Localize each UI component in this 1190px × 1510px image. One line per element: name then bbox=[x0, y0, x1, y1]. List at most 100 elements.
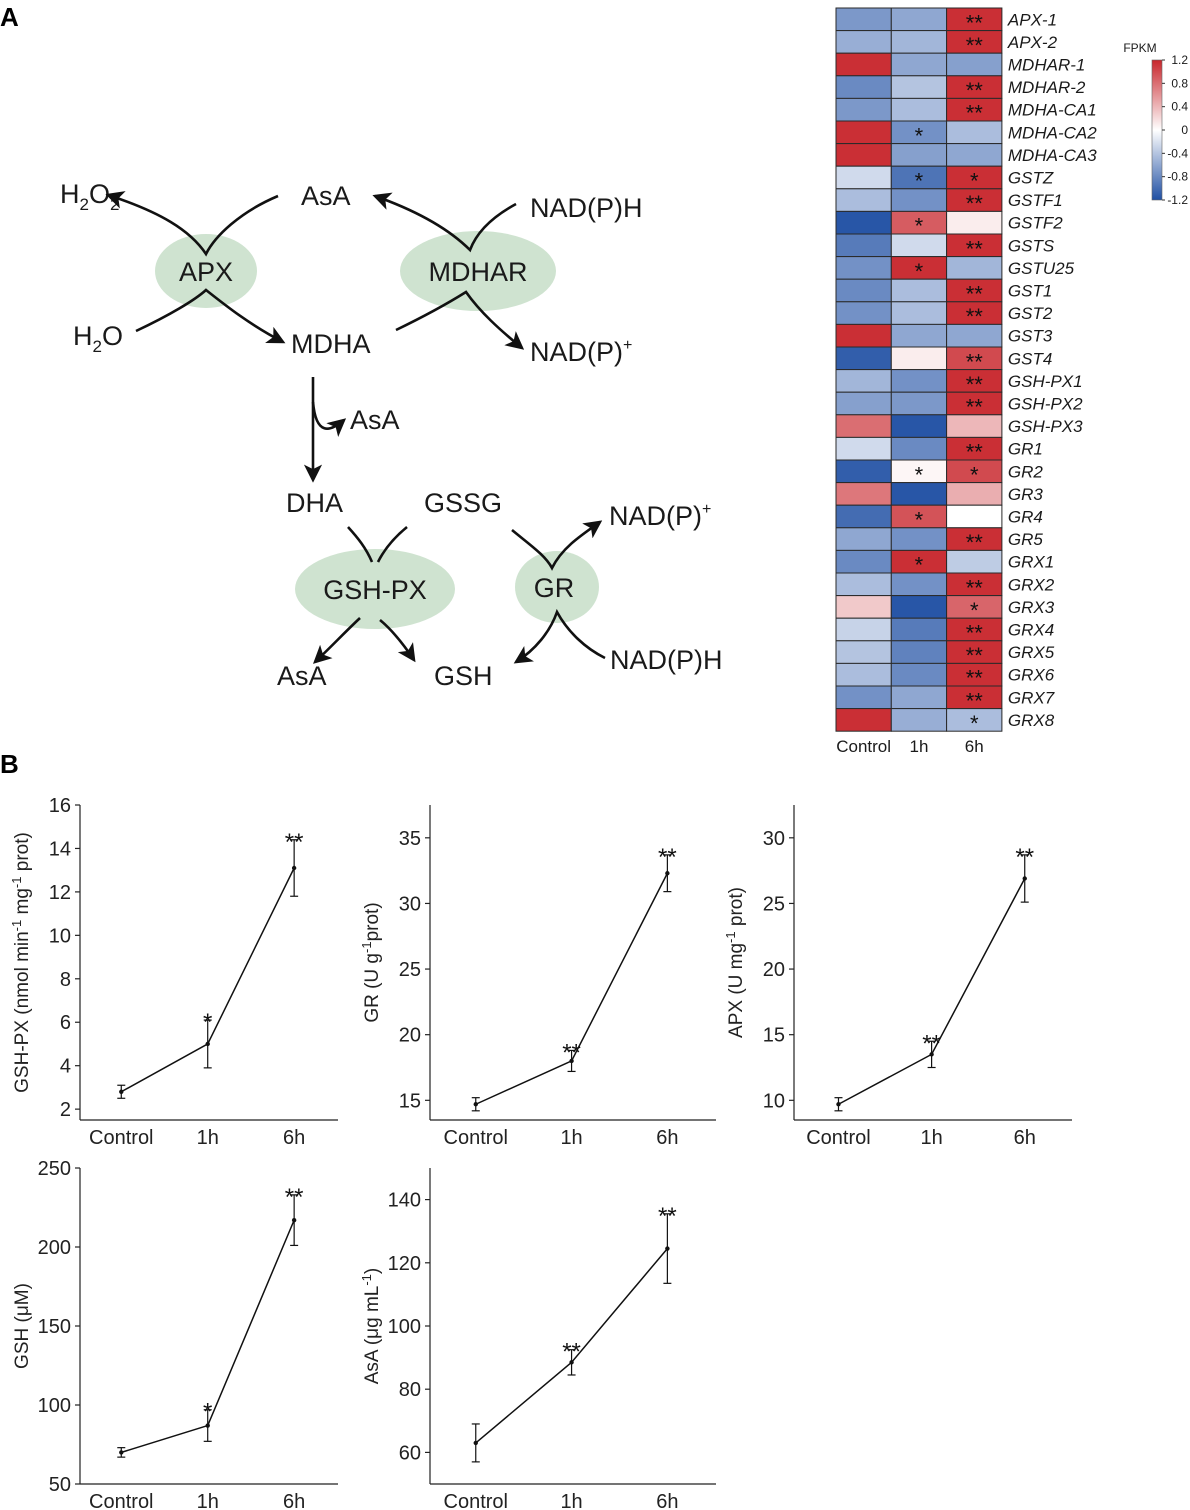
significance-mark: ** bbox=[922, 1030, 941, 1057]
mdhar-node bbox=[400, 231, 556, 311]
x-tick-label: 1h bbox=[920, 1127, 942, 1149]
heatmap-gene-label: MDHA-CA3 bbox=[1008, 146, 1097, 165]
y-tick-label: 15 bbox=[763, 1025, 785, 1047]
gr-arrow-nadp bbox=[511, 520, 603, 571]
data-point bbox=[291, 1217, 297, 1223]
gshpx-arrow-asa bbox=[313, 617, 361, 664]
heatmap-gene-label: GRX2 bbox=[1008, 575, 1055, 594]
significance-mark: ** bbox=[562, 1339, 581, 1366]
y-tick-label: 100 bbox=[388, 1316, 421, 1338]
y-axis-label: GR (U g-1prot) bbox=[359, 902, 383, 1022]
heatmap-gene-label: MDHA-CA2 bbox=[1008, 123, 1097, 142]
heatmap-gene-label: GSTS bbox=[1008, 236, 1055, 255]
mdha-to-asa-branch bbox=[311, 401, 347, 437]
data-point bbox=[119, 1450, 124, 1455]
gshpx-arc-gssg bbox=[376, 525, 408, 563]
heatmap-cell bbox=[835, 414, 892, 438]
y-axis-label: APX (U mg-1 prot) bbox=[723, 887, 747, 1038]
heatmap-cell bbox=[835, 346, 892, 371]
heatmap-gene-label: GSTF1 bbox=[1008, 191, 1063, 210]
heatmap-gene-label: GSTF2 bbox=[1008, 214, 1063, 233]
heatmap-cell bbox=[946, 504, 1003, 529]
data-point bbox=[473, 1440, 478, 1446]
heatmap-column-label: Control bbox=[836, 737, 891, 756]
significance-mark: ** bbox=[658, 1203, 677, 1230]
heatmap-gene-label: GSTZ bbox=[1008, 169, 1054, 188]
heatmap-column-label: 6h bbox=[965, 737, 984, 756]
significance-mark: * bbox=[203, 1009, 212, 1036]
y-tick-label: 14 bbox=[49, 838, 71, 860]
y-tick-label: 6 bbox=[60, 1012, 71, 1034]
heatmap-cell bbox=[890, 617, 948, 642]
legend-tick-label: 0.4 bbox=[1171, 100, 1188, 114]
heatmap-gene-label: MDHA-CA1 bbox=[1008, 101, 1097, 120]
y-tick-label: 16 bbox=[49, 795, 71, 817]
heatmap-cell bbox=[835, 75, 892, 99]
heatmap-gene-label: GRX7 bbox=[1008, 688, 1055, 707]
heatmap-cell bbox=[835, 369, 892, 393]
y-tick-label: 10 bbox=[49, 925, 71, 947]
heatmap-sig-mark: ** bbox=[966, 282, 984, 307]
gr-node bbox=[515, 551, 599, 623]
heatmap-cell bbox=[835, 30, 892, 54]
apx-label: APX bbox=[179, 257, 233, 287]
y-tick-label: 4 bbox=[60, 1056, 71, 1078]
heatmap-sig-mark: ** bbox=[966, 621, 984, 646]
heatmap-sig-mark: * bbox=[915, 508, 924, 533]
y-tick-label: 100 bbox=[38, 1395, 71, 1417]
y-tick-label: 35 bbox=[399, 828, 421, 850]
heatmap-cell bbox=[835, 549, 892, 574]
heatmap-cell bbox=[890, 97, 948, 122]
heatmap-sig-mark: ** bbox=[966, 33, 984, 58]
significance-mark: ** bbox=[658, 844, 677, 871]
heatmap-cell bbox=[890, 527, 948, 551]
heatmap-cell bbox=[835, 640, 892, 664]
heatmap-cell bbox=[890, 414, 948, 438]
heatmap-cell bbox=[890, 391, 948, 416]
heatmap-cell bbox=[946, 482, 1003, 506]
y-tick-label: 25 bbox=[763, 893, 785, 915]
gshpx-arrow-gsh bbox=[379, 619, 416, 663]
y-tick-label: 140 bbox=[388, 1190, 421, 1212]
x-tick-label: 6h bbox=[656, 1127, 678, 1149]
heatmap-gene-label: GR2 bbox=[1008, 462, 1044, 481]
heatmap-cell bbox=[835, 595, 892, 619]
heatmap-sig-mark: ** bbox=[966, 191, 984, 216]
heatmap-sig-mark: * bbox=[915, 169, 924, 194]
heatmap-cell bbox=[835, 504, 892, 529]
heatmap-cell bbox=[835, 685, 892, 710]
significance-mark: ** bbox=[1015, 844, 1034, 871]
heatmap-cell bbox=[946, 210, 1003, 235]
heatmap-cell bbox=[835, 188, 892, 212]
heatmap-sig-mark: ** bbox=[966, 372, 984, 397]
data-point bbox=[836, 1102, 841, 1107]
heatmap-sig-mark: * bbox=[970, 169, 979, 194]
y-tick-label: 20 bbox=[399, 1025, 421, 1047]
heatmap-sig-mark: * bbox=[970, 598, 979, 623]
y-tick-label: 30 bbox=[763, 828, 785, 850]
heatmap-gene-label: GRX8 bbox=[1008, 711, 1055, 730]
x-tick-label: 1h bbox=[560, 1491, 582, 1510]
heatmap-gene-label: GSH-PX3 bbox=[1008, 417, 1083, 436]
heatmap-sig-mark: * bbox=[915, 553, 924, 578]
gssg-label: GSSG bbox=[424, 488, 502, 518]
heatmap-cell bbox=[890, 278, 948, 303]
legend-tick-label: 0.8 bbox=[1171, 76, 1188, 90]
heatmap-cell bbox=[890, 52, 948, 77]
heatmap: **APX-1**APX-2MDHAR-1**MDHAR-2**MDHA-CA1… bbox=[835, 7, 1188, 756]
heatmap-sig-mark: ** bbox=[966, 10, 984, 35]
apx-arrow-mdha bbox=[135, 288, 286, 344]
y-tick-label: 60 bbox=[399, 1442, 421, 1464]
heatmap-cell bbox=[835, 301, 892, 325]
heatmap-gene-label: GST3 bbox=[1008, 327, 1053, 346]
significance-mark: ** bbox=[562, 1039, 581, 1066]
mdhar-arrow-nadp bbox=[395, 290, 525, 350]
heatmap-cell bbox=[835, 482, 892, 506]
y-tick-label: 150 bbox=[38, 1316, 71, 1338]
y-tick-label: 200 bbox=[38, 1237, 71, 1259]
heatmap-cell bbox=[835, 256, 892, 280]
heatmap-gene-label: GST2 bbox=[1008, 304, 1053, 323]
heatmap-sig-mark: ** bbox=[966, 666, 984, 691]
